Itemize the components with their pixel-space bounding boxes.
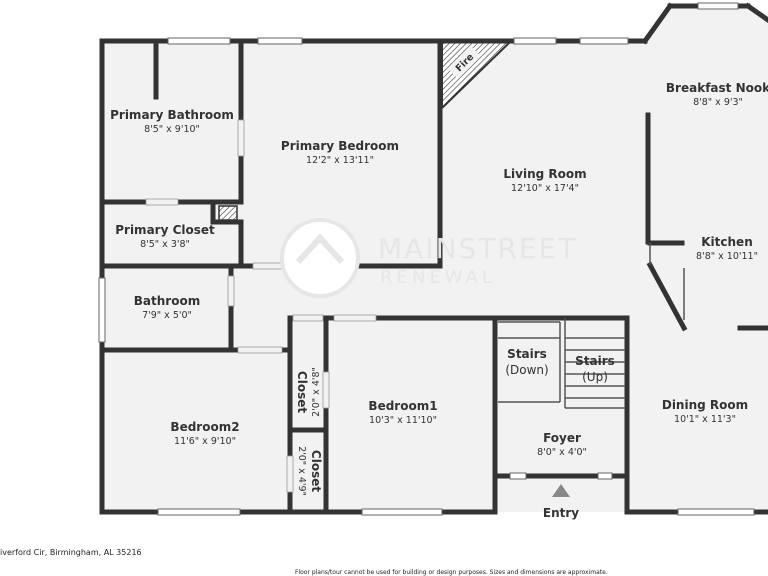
stairs-up-name: Stairs [575,354,615,368]
kitchen-name: Kitchen [701,235,753,249]
address-text: iverford Cir, Birmingham, AL 35216 [0,548,142,557]
bedroom1-dim: 10'3" x 11'10" [369,415,437,426]
closet-a-name: Closet [295,371,309,413]
bathroom-dim: 7'9" x 5'0" [142,310,192,321]
dining-room-dim: 10'1" x 11'3" [674,414,736,425]
door-openings [145,119,377,493]
breakfast-nook-name: Breakfast Nook [666,81,768,95]
bathroom-name: Bathroom [134,294,200,308]
bedroom1-name: Bedroom1 [368,399,437,413]
stair-lines [498,243,685,409]
stairs-down-name: Stairs [507,347,547,361]
stairs-up-sub: (Up) [582,370,608,384]
living-room-dim: 12'10" x 17'4" [511,183,579,194]
kitchen-dim: 8'8" x 10'11" [696,251,758,262]
disclaimer-text: Floor plans/tour cannot be used for buil… [295,569,608,576]
room-labels: Primary Bathroom 8'5" x 9'10" Primary Be… [110,46,768,520]
closet-hatch [218,205,238,221]
bedroom2-name: Bedroom2 [170,420,239,434]
living-room-name: Living Room [503,167,586,181]
foyer-dim: 8'0" x 4'0" [537,447,587,458]
primary-bathroom-name: Primary Bathroom [110,108,234,122]
closet-a-dim: 2'0" x 4'8" [311,367,322,417]
watermark-sub: RENEWAL [380,267,496,288]
closet-b-name: Closet [309,450,323,492]
primary-closet-dim: 8'5" x 3'8" [140,239,190,250]
foyer-name: Foyer [543,431,581,445]
primary-closet-name: Primary Closet [115,223,215,237]
primary-bedroom-name: Primary Bedroom [281,139,399,153]
entry-label: Entry [543,506,579,520]
entry-arrow-icon [552,484,570,497]
bedroom2-dim: 11'6" x 9'10" [174,436,236,447]
closet-b-dim: 2'0" x 4'9" [296,446,307,496]
dining-room-name: Dining Room [662,398,748,412]
breakfast-nook-dim: 8'8" x 9'3" [693,97,743,108]
windows [98,2,755,516]
primary-bathroom-dim: 8'5" x 9'10" [144,124,200,135]
watermark-main: MAINSTREET [378,232,577,265]
primary-bedroom-dim: 12'2" x 13'11" [306,155,374,166]
watermark: MAINSTREET RENEWAL [280,218,577,298]
stairs-down-sub: (Down) [505,363,548,377]
